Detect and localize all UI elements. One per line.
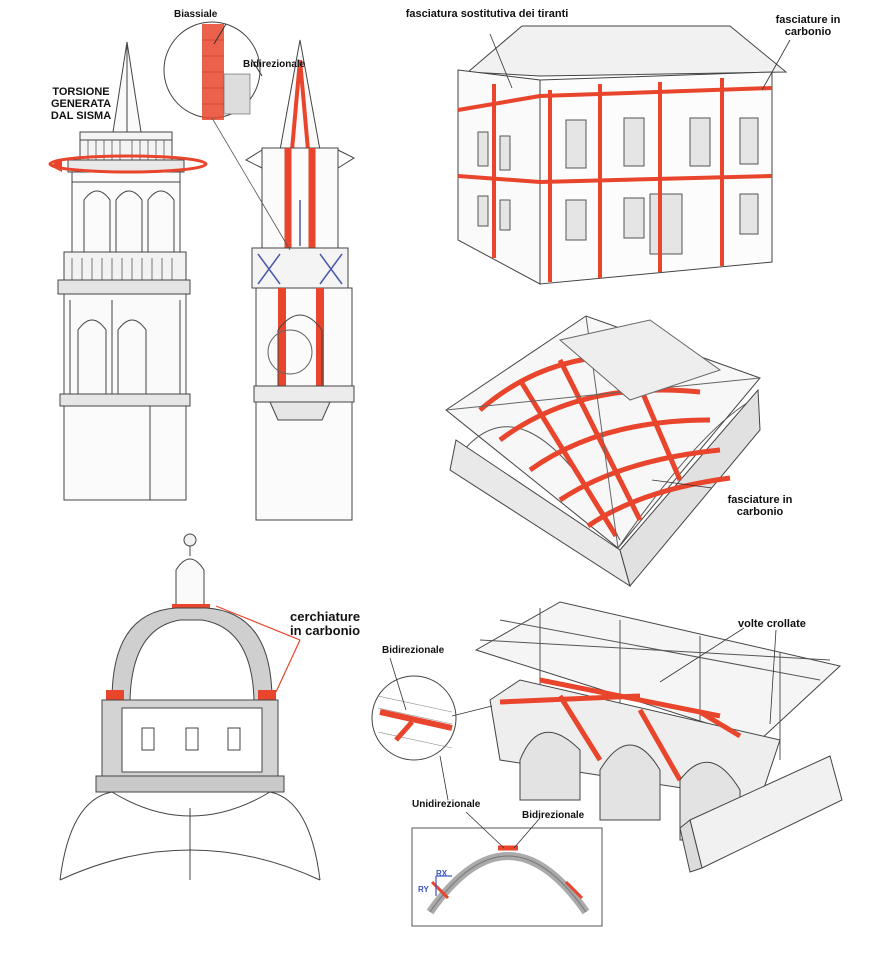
collapsed-vaults-label: volte crollate (738, 618, 806, 630)
bidirezionale-tower-label: Bidirezionale (243, 59, 306, 70)
fiber-detail-circle (163, 21, 291, 251)
unidirezionale-label: Unidirezionale (412, 799, 481, 810)
rx-label: RX (436, 869, 448, 878)
tie-rod-band-label: fasciatura sostitutiva dei tiranti (405, 8, 569, 20)
torsion-arrow (48, 154, 208, 174)
tower-section-drawing (244, 39, 356, 521)
building-drawing (457, 25, 791, 285)
dome-drawing (59, 533, 321, 881)
carbon-rings-label: cerchiature in carbonio (290, 609, 361, 639)
carbon-band-top-label: fasciature in carbonio (775, 14, 841, 39)
ry-label: RY (418, 885, 429, 894)
torsion-label: TORSIONE GENERATA DAL SISMA (50, 86, 112, 123)
biassiale-label: Biassiale (174, 9, 218, 20)
arch-detail-box (411, 811, 603, 927)
cross-vault-drawing (445, 315, 761, 588)
bidirezionale-detail-label: Bidirezionale (382, 645, 445, 656)
carbon-band-vault-label: fasciature in carbonio (727, 494, 793, 519)
collapsed-vaults-drawing (474, 601, 843, 873)
fiber-detail-magnifier (371, 657, 493, 801)
bidirezionale-arch-label: Bidirezionale (522, 810, 585, 821)
bell-tower-drawing (57, 41, 191, 501)
